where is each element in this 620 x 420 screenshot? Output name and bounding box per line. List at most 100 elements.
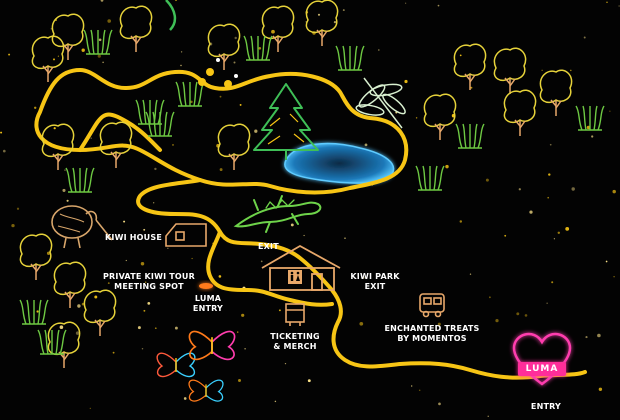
star: [364, 143, 368, 147]
star: [418, 389, 421, 392]
bush-icon: [335, 45, 365, 71]
trees: [19, 0, 573, 368]
star: [59, 325, 64, 329]
star: [143, 309, 146, 312]
lizard-icon: [233, 195, 322, 233]
tree-icon: [261, 5, 295, 52]
star: [66, 199, 69, 202]
luma-entry-label: LUMA ENTRY: [192, 294, 224, 313]
tree-icon: [207, 23, 241, 70]
toilets-icon: [288, 270, 302, 284]
star: [546, 302, 548, 304]
star: [359, 321, 364, 326]
tree-icon: [119, 5, 153, 52]
star: [605, 260, 608, 263]
star: [94, 295, 98, 299]
tree-icon: [99, 121, 133, 168]
tree-icon: [217, 123, 251, 170]
tree-icon: [41, 123, 75, 170]
star: [518, 188, 521, 191]
star: [143, 228, 146, 231]
star: [219, 168, 223, 172]
tree-icon: [503, 89, 537, 136]
star: [16, 207, 20, 210]
star: [495, 318, 499, 323]
star: [274, 400, 277, 403]
star: [541, 69, 543, 71]
star: [548, 173, 551, 176]
star: [404, 79, 408, 84]
star: [11, 223, 15, 228]
star: [34, 106, 37, 110]
kiwi-house-label: KIWI HOUSE: [105, 233, 162, 242]
star: [317, 13, 321, 16]
exit-label: EXIT: [258, 242, 279, 251]
star: [147, 302, 151, 305]
star: [75, 331, 80, 335]
star: [565, 227, 570, 231]
star: [8, 53, 11, 56]
star: [591, 135, 594, 138]
star: [415, 117, 418, 119]
star: [307, 379, 311, 383]
star: [123, 220, 126, 223]
enchanted-treats-label: ENCHANTED TREATS BY MOMENTOS: [384, 324, 480, 343]
star: [290, 223, 294, 227]
star: [405, 2, 407, 4]
star: [445, 164, 449, 169]
star: [125, 259, 127, 262]
leaf-icon: [165, 0, 177, 31]
star: [571, 187, 575, 191]
bush-icon: [135, 99, 165, 125]
star: [218, 275, 222, 278]
star: [470, 86, 473, 89]
butterfly-icon: [188, 330, 236, 361]
luma-entry-marker: [199, 283, 213, 289]
walking-trail-segment: [206, 230, 334, 307]
star: [180, 64, 182, 67]
butterfly-icon: [188, 379, 224, 402]
star: [260, 260, 263, 263]
star: [174, 326, 178, 330]
star: [271, 29, 275, 34]
star: [77, 304, 81, 308]
star: [36, 310, 39, 313]
luma-logo: LUMA: [525, 364, 559, 374]
star: [342, 9, 345, 12]
star: [174, 0, 178, 2]
star: [377, 49, 380, 51]
star: [459, 220, 463, 223]
star: [570, 69, 572, 72]
star: [90, 137, 92, 139]
star: [606, 1, 608, 3]
star: [140, 261, 145, 266]
star: [254, 129, 258, 133]
star: [241, 313, 245, 317]
butterfly-icon: [156, 352, 196, 378]
star: [97, 54, 101, 58]
star: [529, 210, 533, 214]
star: [244, 347, 246, 350]
tree-icon: [47, 321, 81, 368]
star: [233, 61, 236, 64]
bush-icon: [145, 111, 175, 137]
bush-icon: [175, 81, 205, 107]
star: [618, 5, 620, 7]
ticketing-label: TICKETING & MERCH: [270, 332, 320, 351]
star: [459, 54, 462, 57]
star: [81, 48, 85, 52]
tree-icon: [539, 69, 573, 116]
star: [583, 36, 586, 39]
fireflies-icon: [198, 58, 238, 88]
star: [487, 415, 489, 417]
star: [154, 167, 157, 171]
walking-trail: [34, 68, 409, 195]
star: [344, 237, 346, 239]
bush-icon: [83, 29, 113, 55]
star: [284, 362, 287, 365]
star: [2, 149, 6, 153]
star: [613, 275, 615, 278]
star: [98, 38, 102, 42]
